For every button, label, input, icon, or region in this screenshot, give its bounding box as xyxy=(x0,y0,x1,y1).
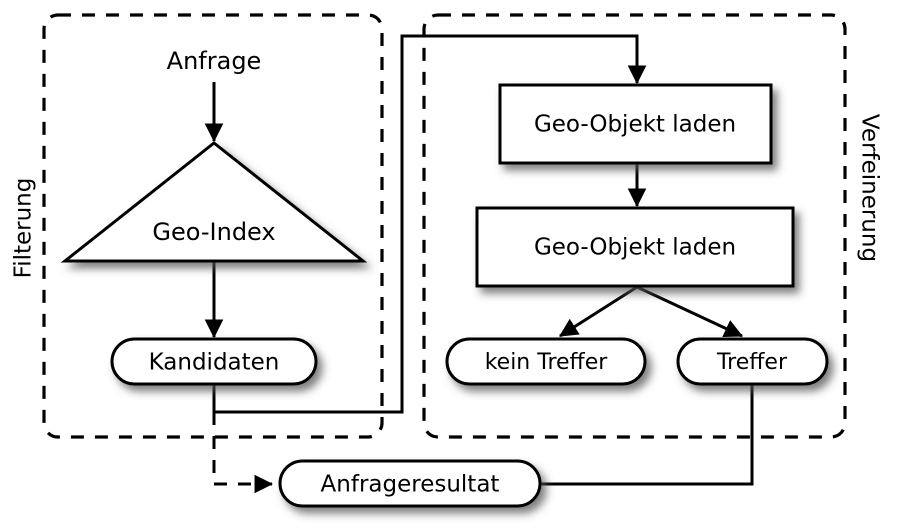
node-geo-index-shape xyxy=(60,141,368,263)
node-geo-objekt-laden-1-label: Geo-Objekt laden xyxy=(534,112,736,138)
node-geo-objekt-laden-1[interactable]: Geo-Objekt laden xyxy=(498,83,773,165)
node-anfrageresultat-shape xyxy=(278,459,542,508)
edge-geo-objekt-laden-2-to-treffer xyxy=(636,285,744,338)
edge-kandidaten-to-geo-objekt-laden-1 xyxy=(212,34,647,414)
edge-treffer-to-anfrageresultat xyxy=(540,383,754,486)
node-anfrage[interactable]: Anfrage xyxy=(167,47,262,75)
node-anfrage-label: Anfrage xyxy=(167,47,262,75)
group-filterung: Filterung xyxy=(11,13,384,439)
node-treffer-shape xyxy=(676,337,829,386)
node-kein-treffer-shape xyxy=(445,337,647,386)
group-filterung-label: Filterung xyxy=(11,178,37,279)
node-geo-objekt-laden-2-shape xyxy=(475,206,795,288)
group-verfeinerung: Verfeinerung xyxy=(422,13,883,439)
group-verfeinerung-label: Verfeinerung xyxy=(857,114,883,262)
node-geo-index[interactable]: Geo-Index xyxy=(60,141,368,263)
node-treffer-label: Treffer xyxy=(716,350,788,375)
node-treffer[interactable]: Treffer xyxy=(676,337,829,386)
group-verfeinerung-border xyxy=(422,13,847,439)
group-filterung-border xyxy=(42,13,384,439)
node-kein-treffer-label: kein Treffer xyxy=(485,350,609,375)
node-anfrageresultat-label: Anfrageresultat xyxy=(321,472,500,498)
edge-kandidaten-to-anfrageresultat xyxy=(212,412,274,494)
node-kandidaten-label: Kandidaten xyxy=(149,350,280,376)
edge-geo-objekt-laden-2-to-kein-treffer xyxy=(559,285,638,338)
node-geo-objekt-laden-2[interactable]: Geo-Objekt laden xyxy=(475,206,795,288)
node-kein-treffer[interactable]: kein Treffer xyxy=(445,337,647,386)
node-kandidaten[interactable]: Kandidaten xyxy=(110,337,318,386)
node-kandidaten-shape xyxy=(110,337,318,386)
node-anfrageresultat[interactable]: Anfrageresultat xyxy=(278,459,542,508)
node-geo-objekt-laden-2-label: Geo-Objekt laden xyxy=(534,235,736,261)
node-geo-index-label: Geo-Index xyxy=(152,218,275,246)
node-geo-objekt-laden-1-shape xyxy=(498,83,773,165)
